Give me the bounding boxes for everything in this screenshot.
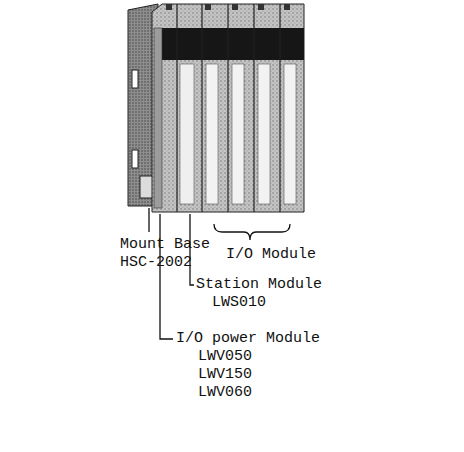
module-rack [152,4,304,212]
leader-lines [149,208,290,339]
part-label: Station Module [196,276,322,294]
part-label: Mount Base [120,236,210,254]
part-label: LWS010 [212,294,266,312]
part-label: I/O power Module [176,330,320,348]
part-label: LWV150 [198,366,252,384]
part-label: LWV050 [198,348,252,366]
module-bracket [214,224,290,240]
part-label: I/O Module [226,246,316,264]
part-label: LWV060 [198,384,252,402]
part-label: HSC-2002 [120,254,192,272]
leader-line [148,208,149,232]
leader-line [160,214,173,339]
